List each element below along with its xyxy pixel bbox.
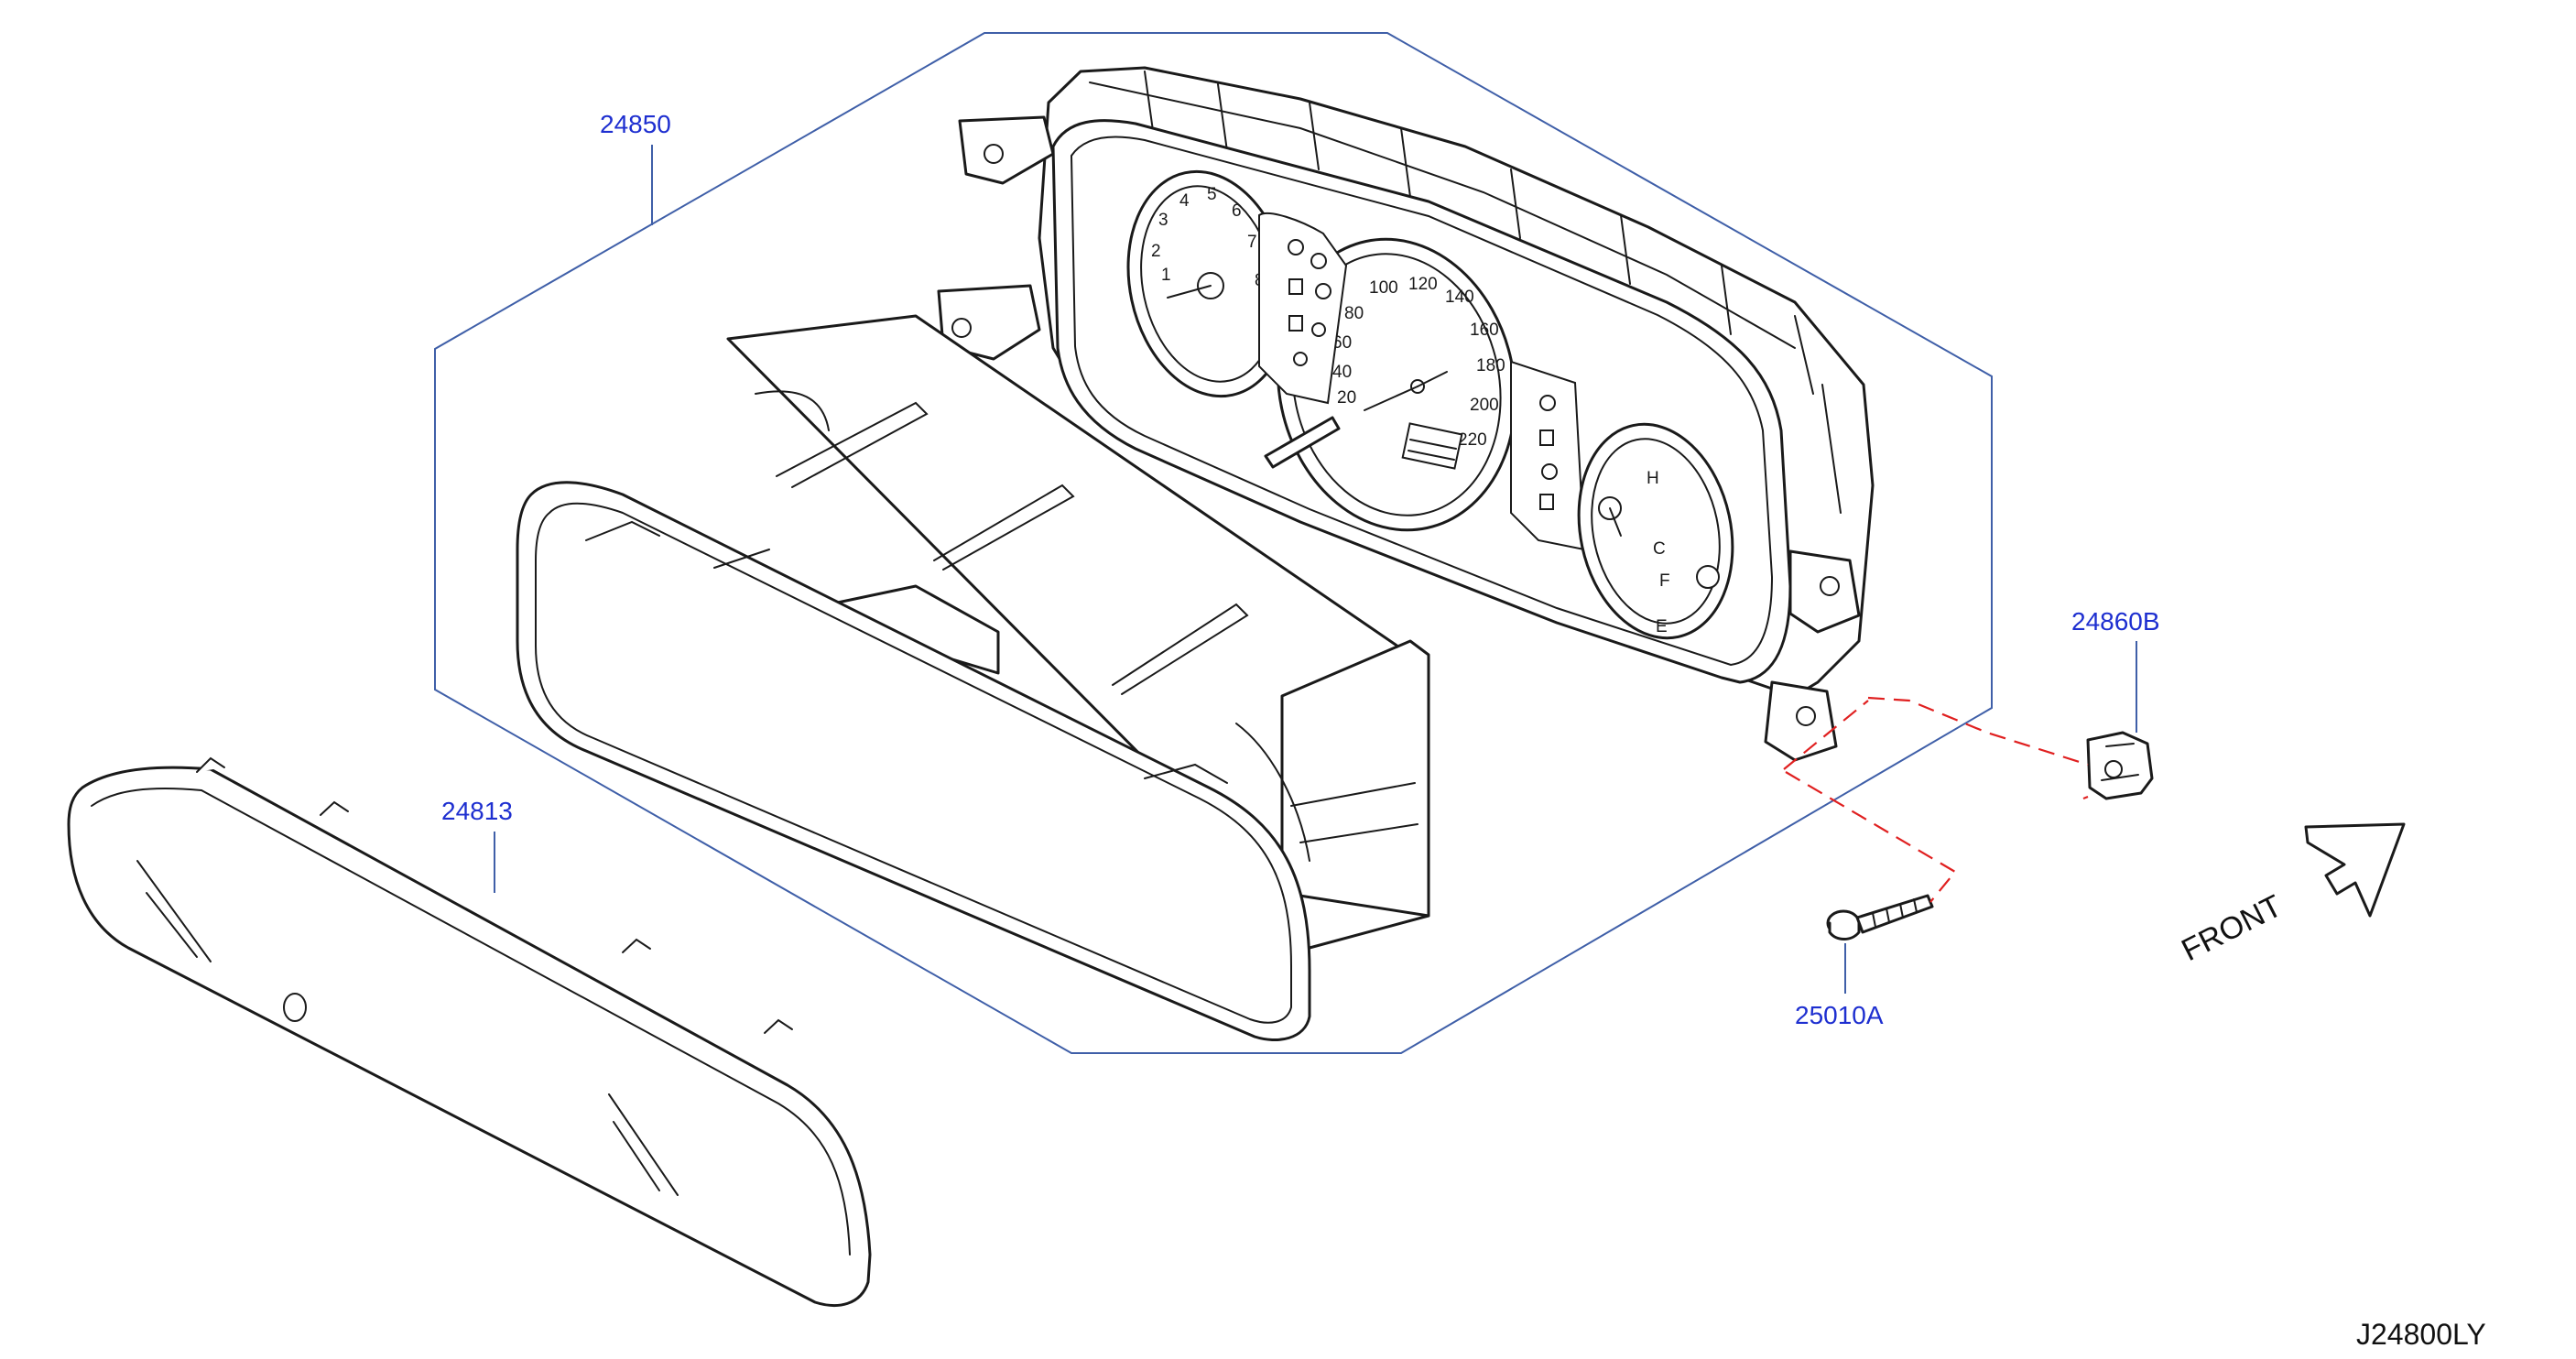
dashed-line-clip-end (2082, 795, 2089, 800)
speed-mark-80: 80 (1344, 304, 1364, 323)
part-label-24813: 24813 (441, 797, 513, 825)
front-label: FRONT (2176, 888, 2288, 968)
gauge-mark-e: E (1656, 617, 1668, 636)
dashed-line-clip (1867, 696, 2089, 766)
tach-mark-6: 6 (1232, 201, 1242, 221)
speed-mark-20: 20 (1337, 388, 1356, 408)
tach-mark-1: 1 (1161, 266, 1171, 285)
assembly-outline (434, 32, 1993, 1054)
fuel-temp-gauge: H C F E (1510, 360, 1734, 640)
speed-mark-160: 160 (1470, 321, 1499, 340)
speed-mark-100: 100 (1369, 278, 1398, 298)
speed-mark-200: 200 (1470, 396, 1499, 415)
tach-mark-3: 3 (1158, 211, 1168, 230)
part-label-24850: 24850 (600, 110, 671, 138)
cluster-lid (516, 314, 1430, 1041)
clip-24860b (2086, 731, 2154, 800)
speed-mark-40: 40 (1332, 363, 1352, 382)
speed-mark-180: 180 (1476, 356, 1505, 375)
dashed-line-screw (1785, 771, 1957, 903)
part-label-25010a: 25010A (1795, 1001, 1884, 1029)
drawing-code: J24800LY (2356, 1318, 2486, 1351)
warning-lamps (1258, 212, 1348, 405)
front-arrow-icon (2304, 822, 2406, 918)
part-label-24860b: 24860B (2071, 607, 2160, 636)
speed-mark-120: 120 (1408, 275, 1438, 294)
gauge-mark-c: C (1653, 539, 1666, 559)
dashed-line-clip-lower (1783, 700, 1869, 770)
tach-mark-2: 2 (1151, 242, 1161, 261)
tach-mark-4: 4 (1179, 191, 1190, 211)
speed-mark-140: 140 (1445, 288, 1474, 307)
meter-glass (67, 756, 872, 1307)
gauge-mark-f: F (1659, 571, 1670, 591)
tach-mark-5: 5 (1207, 185, 1217, 204)
speed-mark-220: 220 (1458, 430, 1487, 450)
screw-25010a (1826, 894, 1934, 940)
gauge-mark-h: H (1647, 469, 1659, 488)
tach-mark-7: 7 (1247, 233, 1257, 252)
